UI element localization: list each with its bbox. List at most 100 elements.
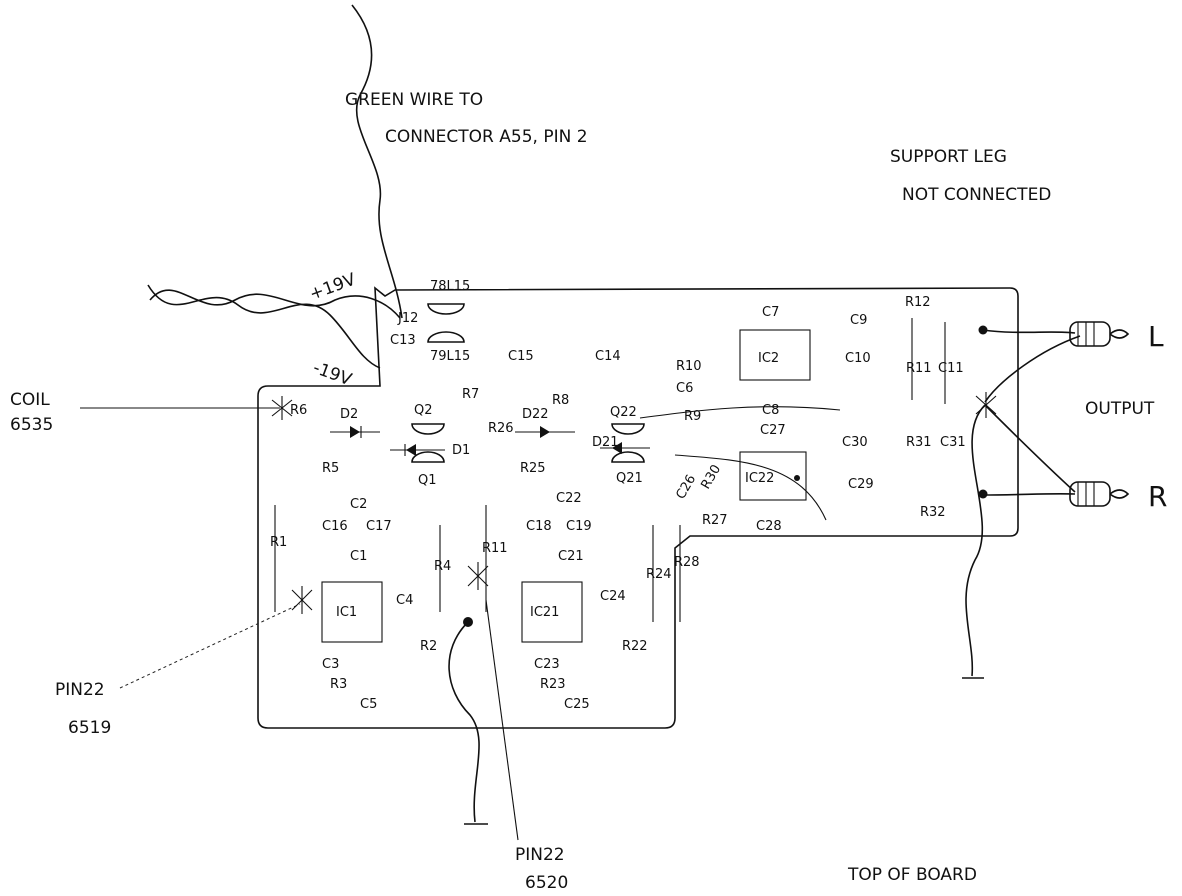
label-r23: R23 [540, 677, 566, 692]
top-of-board-label: TOP OF BOARD [847, 865, 977, 885]
pin22-left-label-1: PIN22 [55, 680, 105, 700]
label-r25: R25 [520, 461, 546, 476]
label-q22: Q22 [610, 405, 637, 420]
support-leg-label-1: SUPPORT LEG [890, 147, 1007, 167]
green-wire-label-2: CONNECTOR A55, PIN 2 [385, 127, 588, 147]
label-q1: Q1 [418, 473, 437, 488]
supply-wire-b [147, 284, 381, 369]
starburst-coil [271, 396, 293, 420]
label-c30: C30 [842, 435, 868, 450]
coil-label-1: COIL [10, 390, 50, 410]
label-d22: D22 [522, 407, 549, 422]
ic21-package [521, 581, 583, 643]
green-wire-label-1: GREEN WIRE TO [345, 90, 483, 110]
label-r7: R7 [462, 387, 479, 402]
d1-diode [390, 444, 445, 456]
label-c8: C8 [762, 403, 779, 418]
label-r26: R26 [488, 421, 514, 436]
plus19v-label: +19V [307, 270, 359, 305]
label-c1: C1 [350, 549, 367, 564]
label-r12: R12 [905, 295, 931, 310]
label-c11: C11 [938, 361, 964, 376]
label-r11b: R11 [482, 541, 508, 556]
trace-c28 [674, 454, 827, 521]
pin22-left-leader [119, 603, 301, 689]
label-r31: R31 [906, 435, 932, 450]
label-r10: R10 [676, 359, 702, 374]
label-c24: C24 [600, 589, 626, 604]
label-q21: Q21 [616, 471, 643, 486]
label-c13: C13 [390, 333, 416, 348]
label-c9: C9 [850, 313, 867, 328]
green-wire [351, 4, 403, 319]
label-c2: C2 [350, 497, 367, 512]
label-r11: R11 [906, 361, 932, 376]
label-ic2: IC2 [758, 351, 779, 366]
label-c5: C5 [360, 697, 377, 712]
supply-wire-a [149, 289, 401, 319]
pin22-bottom-label-2: 6520 [525, 873, 568, 893]
support-leg-label-2: NOT CONNECTED [902, 185, 1051, 205]
label-c25: C25 [564, 697, 590, 712]
output-wire-r [984, 404, 1076, 493]
coil-label-2: 6535 [10, 415, 53, 435]
label-r8: R8 [552, 393, 569, 408]
ic22-dot [794, 475, 800, 481]
label-r6: R6 [290, 403, 307, 418]
label-c18: C18 [526, 519, 552, 534]
label-c6: C6 [676, 381, 693, 396]
ic1-package [321, 581, 383, 643]
reg-79l15-body [427, 331, 465, 343]
pin22-bottom-leader [485, 599, 519, 841]
label-ic22: IC22 [745, 471, 774, 486]
label-c7: C7 [762, 305, 779, 320]
label-r30: R30 [698, 462, 724, 492]
label-79l15: 79L15 [430, 349, 470, 364]
label-ic21: IC21 [530, 605, 559, 620]
label-d2: D2 [340, 407, 358, 422]
label-c22: C22 [556, 491, 582, 506]
output-cable-left [982, 329, 1076, 334]
label-c23: C23 [534, 657, 560, 672]
label-c4: C4 [396, 593, 413, 608]
label-c10: C10 [845, 351, 871, 366]
q1-body [411, 451, 445, 463]
label-c15: C15 [508, 349, 534, 364]
output-label: OUTPUT [1085, 399, 1155, 419]
output-cable-right [982, 492, 1076, 496]
label-r32: R32 [920, 505, 946, 520]
label-c19: C19 [566, 519, 592, 534]
label-r27: R27 [702, 513, 728, 528]
label-78l15: 78L15 [430, 279, 470, 294]
output-l-label: L [1148, 320, 1164, 353]
label-r5: R5 [322, 461, 339, 476]
pin22-bottom-label-1: PIN22 [515, 845, 565, 865]
board-outline [257, 286, 1019, 729]
starburst-ic1 [291, 586, 313, 614]
label-c3: C3 [322, 657, 339, 672]
label-r24: R24 [646, 567, 672, 582]
pad-output-l [978, 325, 988, 335]
ic2-package [739, 329, 811, 381]
output-r-label: R [1148, 480, 1167, 513]
connector-l [1069, 321, 1130, 347]
label-r4: R4 [434, 559, 451, 574]
output-wire-l [984, 335, 1081, 403]
label-r28: R28 [674, 555, 700, 570]
label-c31: C31 [940, 435, 966, 450]
pin22-left-label-2: 6519 [68, 718, 111, 738]
label-ic1: IC1 [336, 605, 357, 620]
label-c26: C26 [673, 472, 699, 502]
ground-wire-center [448, 621, 480, 823]
label-c16: C16 [322, 519, 348, 534]
ic22-package [739, 451, 807, 501]
q21-body [611, 451, 645, 463]
label-c27: C27 [760, 423, 786, 438]
label-c28: C28 [756, 519, 782, 534]
label-c17: C17 [366, 519, 392, 534]
label-c14: C14 [595, 349, 621, 364]
pad-ground-center [463, 617, 473, 627]
label-q2: Q2 [414, 403, 433, 418]
ground-wire-right [965, 404, 986, 677]
